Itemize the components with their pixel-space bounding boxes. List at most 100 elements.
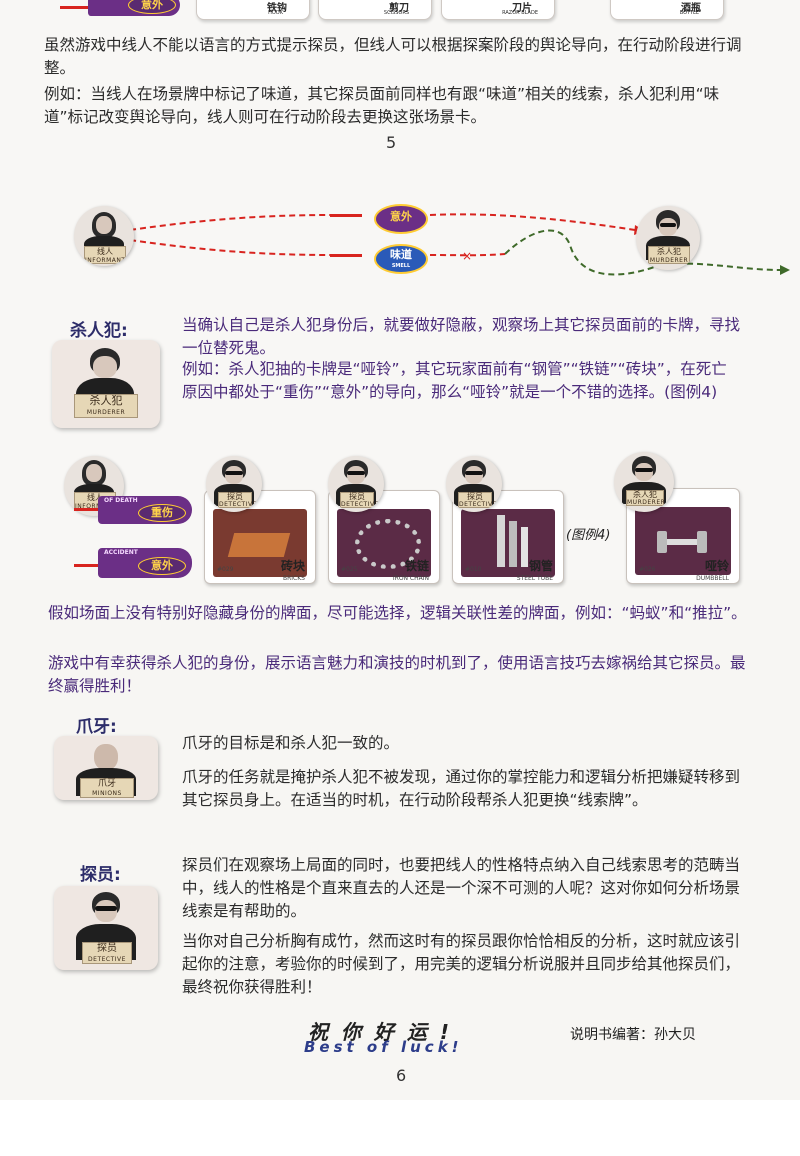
detective-heading: 探员: xyxy=(80,865,121,885)
tube-icon xyxy=(521,527,528,567)
serious-injury-banner: OF DEATH 重伤 xyxy=(98,496,192,524)
accomplice-paragraph-2: 爪牙的任务就是掩护杀人犯不被发现，通过你的掌控能力和逻辑分析把嫌疑转移到其它探员… xyxy=(182,768,741,809)
portrait-face xyxy=(94,744,118,770)
tag-en: MURDERER xyxy=(627,499,666,506)
accident-token: 意外 xyxy=(374,204,428,234)
tag-cn: 杀人犯 xyxy=(633,490,657,499)
banner-label: 意外 xyxy=(138,557,186,575)
clue-cn: 酒瓶 xyxy=(681,3,701,14)
card-cn: 砖块 xyxy=(280,559,305,573)
tag-en: MURDERER xyxy=(649,257,689,264)
tag-cn: 探员 xyxy=(227,492,243,501)
page-number-6: 6 xyxy=(396,1066,407,1085)
sunglasses-icon xyxy=(347,471,365,475)
card-number: #025 xyxy=(341,566,358,573)
detective-paragraph-1: 探员们在观察场上局面的同时，也要把线人的性格特点纳入自己线索思考的范畴当中，线人… xyxy=(182,856,741,920)
sheet-bottom xyxy=(0,580,800,1100)
tag-en: INFORMANT xyxy=(85,257,126,264)
good-luck-cn: 祝 你 好 运 ! xyxy=(308,1020,452,1044)
tag-cn: 探员 xyxy=(467,492,483,501)
clue-en: BOTTLE xyxy=(679,10,699,16)
red-arrow xyxy=(60,6,90,9)
accident-banner: ACCIDENT 意外 xyxy=(98,548,192,578)
portrait-face xyxy=(225,466,243,484)
sunglasses-icon xyxy=(660,223,676,227)
intro-paragraph-2: 例如：当线人在场景牌中标记了味道，其它探员面前同样也有跟“味道”相关的线索，杀人… xyxy=(44,85,720,126)
bricks-image xyxy=(213,509,307,577)
card-number: #026 xyxy=(639,566,656,573)
tag-cn: 探员 xyxy=(349,492,365,501)
clue-en: HOOK xyxy=(268,10,283,16)
middle-paragraph-1: 假如场面上没有特别好隐藏身份的牌面，尽可能选择，逻辑关联性差的牌面，例如：“蚂蚁… xyxy=(48,604,747,622)
clue-en: RAZOR BLADE xyxy=(502,10,538,16)
portrait-face xyxy=(86,464,102,482)
dash-line-bottom-left xyxy=(129,239,331,256)
accomplice-paragraph-1: 爪牙的目标是和杀人犯一致的。 xyxy=(182,734,400,752)
tube-image xyxy=(461,509,555,577)
smell-token-en: SMELL xyxy=(391,263,411,269)
card-en: DUMBBELL xyxy=(696,575,729,582)
tag-en: INFORMANT xyxy=(75,503,116,510)
red-arrow xyxy=(330,254,362,257)
portrait-face xyxy=(347,466,365,484)
clue-cn: 剪刀 xyxy=(389,3,409,14)
detective-paragraph-2: 当你对自己分析胸有成竹，然而这时有的探员跟你恰恰相反的分析，这时就应该引起你的注… xyxy=(182,932,741,996)
svg-text:×: × xyxy=(462,249,472,263)
clue-card-razor: 刀片 RAZOR BLADE xyxy=(441,0,555,20)
card-number: #010 xyxy=(465,566,482,573)
tube-icon xyxy=(497,515,505,567)
chain-image xyxy=(337,509,431,577)
tag-en: MINIONS xyxy=(92,790,122,797)
portrait-face xyxy=(96,216,112,234)
portrait-face xyxy=(659,218,677,236)
portrait-face xyxy=(635,463,653,481)
red-arrow xyxy=(74,508,114,511)
clue-en: SCISSORS xyxy=(383,10,409,16)
dash-line-green xyxy=(504,229,781,276)
accomplice-heading: 爪牙: xyxy=(76,717,117,737)
banner-en: ACCIDENT xyxy=(104,549,138,556)
intro-paragraph-1: 虽然游戏中线人不能以语言的方式提示探员，但线人可以根据探案阶段的舆论导向，在行动… xyxy=(44,36,742,77)
arrowhead-green xyxy=(780,265,790,275)
clue-card-scissors: 剪刀 SCISSORS xyxy=(318,0,432,20)
tag-cn: 杀人犯 xyxy=(657,247,681,256)
sunglasses-icon xyxy=(635,468,653,472)
tag-en: MURDERER xyxy=(86,409,126,416)
card-en: STEEL TUBE xyxy=(516,575,553,582)
card-cn: 哑铃 xyxy=(704,559,729,573)
smell-token-cn: 味道 xyxy=(390,248,412,261)
tag-cn: 探员 xyxy=(97,943,117,954)
clue-card-hook: 铁钩 HOOK xyxy=(196,0,310,20)
tag-cn: 线人 xyxy=(97,247,113,256)
good-luck-en: Best of luck! xyxy=(304,1038,463,1056)
dash-line-top-right xyxy=(429,213,636,231)
sunglasses-icon xyxy=(225,471,243,475)
middle-paragraph-2: 游戏中有幸获得杀人犯的身份，展示语言魅力和演技的时机到了，使用语言技巧去嫁祸给其… xyxy=(48,654,746,695)
portrait-face xyxy=(465,466,483,484)
red-arrow xyxy=(330,214,362,217)
tag-en: DETECTIVE xyxy=(341,501,379,508)
example-caption: (图例4) xyxy=(566,528,611,543)
dash-line-top-left xyxy=(129,214,331,231)
accident-banner: 意外 xyxy=(88,0,180,16)
smell-token: 味道 SMELL xyxy=(374,244,428,274)
chain-icon xyxy=(355,519,421,569)
clue-cn: 刀片 xyxy=(512,3,532,14)
clue-cn: 铁钩 xyxy=(267,3,287,14)
